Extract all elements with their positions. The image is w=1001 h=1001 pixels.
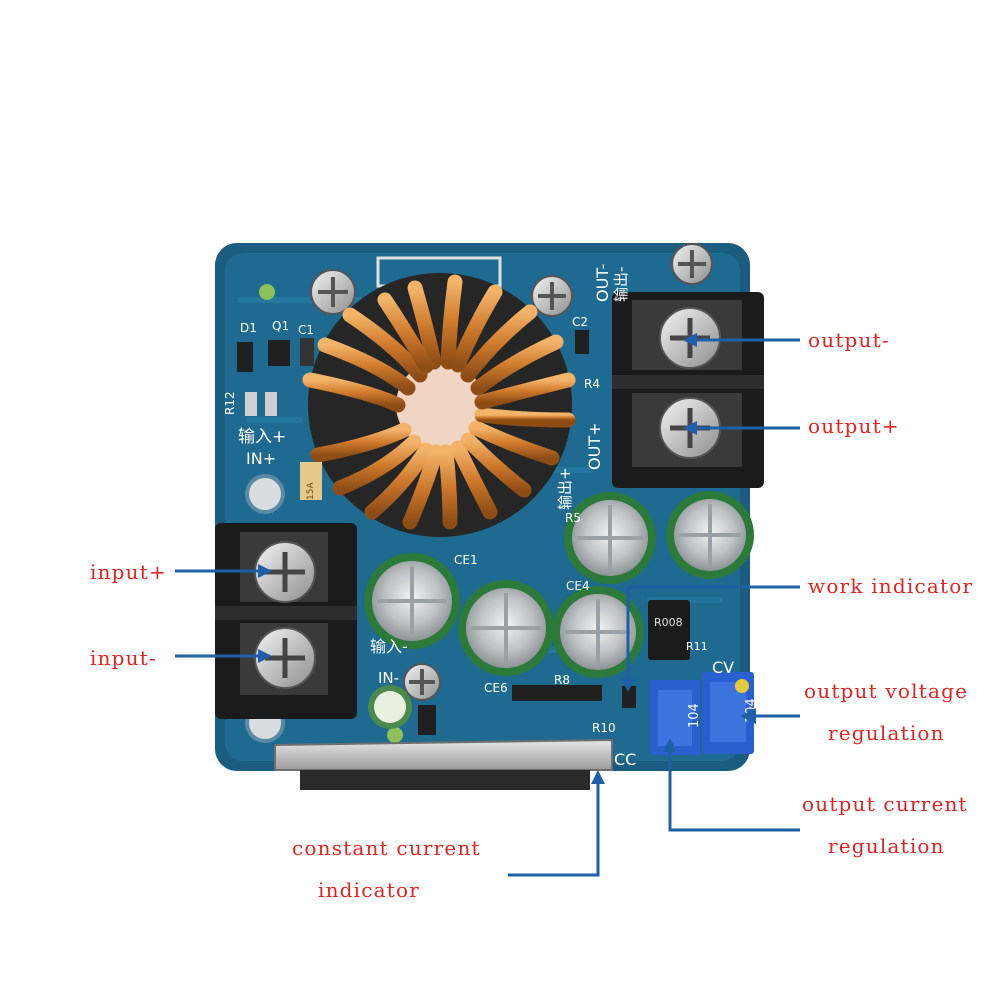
label-constant-current-line2: indicator — [318, 878, 421, 902]
silk-r11: R11 — [686, 640, 708, 653]
silk-fuse: 15A — [306, 482, 316, 500]
arrow-constant-current — [508, 775, 600, 877]
label-output-current-line1: output current — [802, 792, 968, 816]
silk-out-minus: OUT- — [593, 264, 612, 302]
label-output-voltage-line2: regulation — [828, 721, 945, 745]
input-terminal-block — [215, 523, 357, 719]
silk-ce4: CE4 — [566, 579, 590, 593]
label-constant-current-line1: constant current — [292, 836, 481, 860]
resistor-value: R008 — [654, 616, 683, 629]
silk-c1: C1 — [298, 323, 314, 337]
label-output-voltage-line1: output voltage — [804, 679, 969, 703]
smd-components — [237, 330, 636, 735]
label-output-minus: output- — [808, 328, 890, 352]
silk-cv: CV — [712, 658, 734, 677]
silk-c2: C2 — [572, 315, 588, 329]
sense-resistor — [648, 600, 690, 660]
arrow-heads — [258, 333, 756, 784]
silk-ce1: CE1 — [454, 553, 478, 567]
trimmer-potentiometers — [650, 672, 754, 755]
silk-out-plus-cn: 输出+ — [556, 467, 574, 510]
label-output-plus: output+ — [808, 414, 900, 438]
label-work-indicator: work indicator — [808, 574, 974, 598]
toroid-inductor — [300, 256, 576, 537]
silk-out-plus: OUT+ — [585, 423, 604, 470]
output-terminal-block — [612, 292, 764, 488]
silk-in-minus-cn: 输入- — [370, 637, 408, 656]
label-input-minus: input- — [90, 646, 157, 670]
silk-r5: R5 — [565, 511, 581, 525]
board-screws — [310, 243, 713, 701]
silk-in-minus: IN- — [378, 669, 399, 687]
arrow-work-indicator — [626, 585, 800, 690]
label-input-plus: input+ — [90, 560, 167, 584]
silk-out-minus-cn: 输出- — [612, 267, 630, 302]
label-output-current-line2: regulation — [828, 834, 945, 858]
callout-arrows — [175, 338, 800, 877]
arrow-output-current — [668, 740, 800, 832]
silk-in-plus: IN+ — [246, 449, 276, 468]
silk-cc: CC — [614, 750, 636, 769]
silk-in-plus-cn: 输入+ — [238, 427, 286, 447]
silk-d1: D1 — [240, 321, 257, 335]
silk-r4: R4 — [584, 377, 600, 391]
silk-r12: R12 — [223, 391, 237, 415]
heatsink — [274, 738, 613, 790]
silk-r10: R10 — [592, 721, 616, 735]
silk-r8: R8 — [554, 673, 570, 687]
silk-ce6: CE6 — [484, 681, 508, 695]
pot-current-value: 104 — [687, 703, 702, 728]
electrolytic-capacitors — [364, 491, 754, 729]
silk-q1: Q1 — [272, 319, 289, 333]
